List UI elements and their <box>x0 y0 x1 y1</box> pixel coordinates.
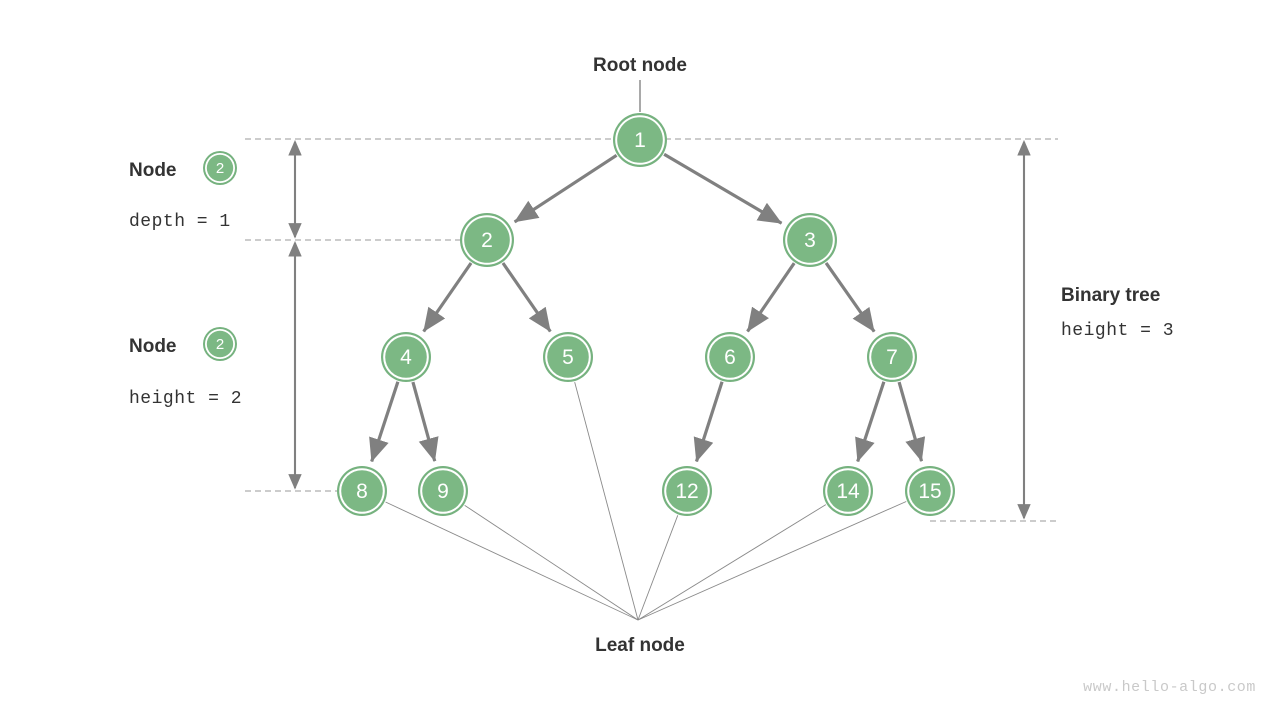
node-fill <box>422 470 464 512</box>
tree-edge <box>513 153 618 224</box>
node-fill <box>909 470 951 512</box>
node-height-badge-value: 2 <box>216 336 224 353</box>
tree-edge <box>422 262 473 333</box>
node-fill <box>871 336 913 378</box>
leaf-node-label: Leaf node <box>595 635 685 656</box>
leaf-leader-line <box>385 501 639 621</box>
tree-edge <box>746 262 796 333</box>
leaf-leader-line <box>574 382 639 621</box>
tree-node-12[interactable]: 12 <box>662 466 712 516</box>
tree-height-detail: height = 3 <box>1061 321 1174 341</box>
tree-edge <box>369 381 400 463</box>
node-fill <box>827 470 869 512</box>
tree-edges <box>369 152 926 463</box>
tree-edge <box>411 381 439 462</box>
node-value-label: 6 <box>724 346 736 369</box>
tree-node-15[interactable]: 15 <box>905 466 955 516</box>
text-annotations: Root node Leaf node Node 2 depth = 1 Nod… <box>129 55 1256 696</box>
tree-node-4[interactable]: 4 <box>381 332 431 382</box>
node-height-title: Node <box>129 336 177 357</box>
root-node-label: Root node <box>593 55 687 76</box>
watermark: www.hello-algo.com <box>1083 679 1256 696</box>
node-fill <box>666 470 708 512</box>
node-height-detail: height = 2 <box>129 389 242 409</box>
node-value-label: 8 <box>356 480 368 503</box>
node-fill <box>341 470 383 512</box>
tree-node-14[interactable]: 14 <box>823 466 873 516</box>
tree-node-6[interactable]: 6 <box>705 332 755 382</box>
node-value-label: 5 <box>562 346 574 369</box>
leaf-leader-line <box>637 515 679 621</box>
leaf-leader-line <box>464 504 639 621</box>
tree-height-title: Binary tree <box>1061 285 1160 306</box>
node-depth-badge-value: 2 <box>216 160 224 177</box>
tree-edge <box>824 262 876 333</box>
tree-edge <box>693 381 724 463</box>
tree-node-1[interactable]: 1 <box>613 113 667 167</box>
node-fill <box>617 117 663 163</box>
tree-edge <box>501 262 552 333</box>
tree-edge <box>663 152 783 225</box>
node-value-label: 7 <box>886 346 898 369</box>
node-value-label: 9 <box>437 480 449 503</box>
tree-node-8[interactable]: 8 <box>337 466 387 516</box>
node-fill <box>709 336 751 378</box>
tree-node-9[interactable]: 9 <box>418 466 468 516</box>
node-value-label: 3 <box>804 229 816 252</box>
tree-node-2[interactable]: 2 <box>460 213 514 267</box>
node-fill <box>547 336 589 378</box>
node-fill <box>385 336 427 378</box>
leaf-leader-line <box>637 504 827 621</box>
node-height-badge: 2 <box>203 327 237 361</box>
node-value-label: 1 <box>634 129 646 152</box>
tree-node-3[interactable]: 3 <box>783 213 837 267</box>
tree-node-5[interactable]: 5 <box>543 332 593 382</box>
leaf-node-leader-lines <box>385 382 907 621</box>
node-value-label: 4 <box>400 346 412 369</box>
tree-edge <box>897 381 926 462</box>
node-value-label: 15 <box>918 480 941 503</box>
dimension-arrows <box>288 139 1031 520</box>
node-value-label: 14 <box>836 480 860 503</box>
tree-edge <box>855 381 886 463</box>
leaf-leader-line <box>637 501 907 621</box>
node-value-label: 12 <box>675 480 698 503</box>
node-depth-detail: depth = 1 <box>129 212 231 232</box>
reference-guides <box>245 138 1058 522</box>
node-fill <box>787 217 833 263</box>
node-depth-title: Node <box>129 160 177 181</box>
node-fill <box>464 217 510 263</box>
node-depth-badge: 2 <box>203 151 237 185</box>
node-value-label: 2 <box>481 229 493 252</box>
tree-node-7[interactable]: 7 <box>867 332 917 382</box>
